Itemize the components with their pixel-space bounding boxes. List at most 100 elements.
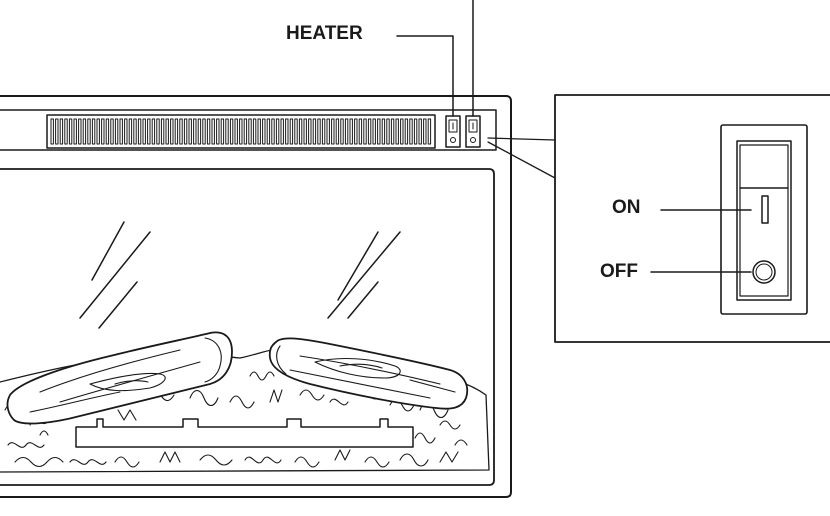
vent-slat <box>68 118 73 145</box>
vent-slat <box>331 118 335 145</box>
vent-slat <box>367 118 372 145</box>
vent-slat <box>280 118 284 145</box>
vent-slat <box>91 118 96 145</box>
heater-label: HEATER <box>286 23 363 44</box>
vent-slat <box>321 118 326 145</box>
vent-slat <box>82 118 87 145</box>
vent-slat <box>390 118 395 145</box>
vent-slat <box>156 118 160 145</box>
vent-slat <box>243 118 248 145</box>
vent-slat <box>105 118 110 145</box>
vent-slat <box>303 118 307 145</box>
vent-slat <box>395 118 399 145</box>
callout-connector <box>487 137 556 179</box>
glass-panel <box>0 168 495 486</box>
vent-slat <box>358 118 363 145</box>
vent-slat <box>262 118 266 145</box>
vent-slat <box>372 118 376 145</box>
vent-slat <box>128 118 133 145</box>
power-switch <box>465 115 481 148</box>
log-grate <box>75 418 414 448</box>
vent-slat <box>386 118 390 145</box>
on-label: ON <box>612 197 641 218</box>
vent-slat <box>59 118 64 145</box>
vent-slat <box>298 118 303 145</box>
vent-slat <box>234 118 238 145</box>
vent-slat <box>354 118 358 145</box>
vent-slat <box>183 118 188 145</box>
vent-slat <box>225 118 229 145</box>
vent-slat <box>124 118 128 145</box>
vent-slat <box>193 118 197 145</box>
off-label: OFF <box>600 261 638 282</box>
vent-slat <box>170 118 174 145</box>
vent-slat <box>220 118 225 145</box>
vent-slat <box>423 118 427 145</box>
vent-slat <box>252 118 257 145</box>
vent-slat <box>271 118 275 145</box>
vent-slat <box>202 118 206 145</box>
vent-slat <box>427 118 432 145</box>
vent-slat <box>55 118 59 145</box>
vent-slat <box>119 118 123 145</box>
log-left <box>6 331 233 425</box>
vent-slat <box>349 118 353 145</box>
vent-slat <box>87 118 91 145</box>
vent-slat <box>151 118 156 145</box>
glass-reflection-left <box>79 221 151 329</box>
heater-leader-line <box>396 35 454 117</box>
vent-slat <box>174 118 179 145</box>
vent-slat <box>96 118 100 145</box>
vent-slat <box>275 118 280 145</box>
vent-slat <box>335 118 340 145</box>
vent-slat <box>377 118 381 145</box>
vent-slat <box>133 118 137 145</box>
vent-slat <box>248 118 252 145</box>
vent-grille <box>46 114 436 149</box>
vent-slat <box>211 118 215 145</box>
vent-slat <box>289 118 294 145</box>
vent-slat <box>308 118 312 145</box>
vent-slat <box>340 118 344 145</box>
vent-slat <box>381 118 386 145</box>
vent-slat <box>160 118 165 145</box>
vent-slat <box>229 118 234 145</box>
vent-slat <box>409 118 413 145</box>
vent-slat <box>294 118 298 145</box>
vent-slat <box>344 118 349 145</box>
vent-slat <box>317 118 321 145</box>
vent-slat <box>266 118 271 145</box>
vent-slat <box>137 118 142 145</box>
vent-slat <box>239 118 243 145</box>
vent-slat <box>216 118 220 145</box>
vent-slat <box>312 118 317 145</box>
vent-slat <box>285 118 289 145</box>
vent-slat <box>101 118 105 145</box>
vent-slat <box>418 118 422 145</box>
vent-slat <box>78 118 82 145</box>
vent-slat <box>73 118 77 145</box>
vent-slat <box>363 118 367 145</box>
vent-slat <box>404 118 409 145</box>
vent-slat <box>413 118 418 145</box>
vent-slats <box>50 118 432 145</box>
vent-slat <box>400 118 404 145</box>
enlarged-switch <box>720 124 808 315</box>
zoom-detail-box <box>554 94 830 343</box>
heater-switch <box>445 115 461 148</box>
vent-slat <box>197 118 202 145</box>
fireplace-frame <box>0 95 512 498</box>
vent-slat <box>165 118 169 145</box>
glass-reflection-right <box>327 231 401 319</box>
vent-slat <box>206 118 211 145</box>
vent-slat <box>188 118 192 145</box>
vent-slat <box>110 118 114 145</box>
vent-slat <box>179 118 183 145</box>
control-strip <box>0 109 497 151</box>
log-right <box>268 337 469 410</box>
vent-slat <box>50 118 54 145</box>
vent-slat <box>114 118 119 145</box>
vent-slat <box>142 118 146 145</box>
vent-slat <box>64 118 68 145</box>
